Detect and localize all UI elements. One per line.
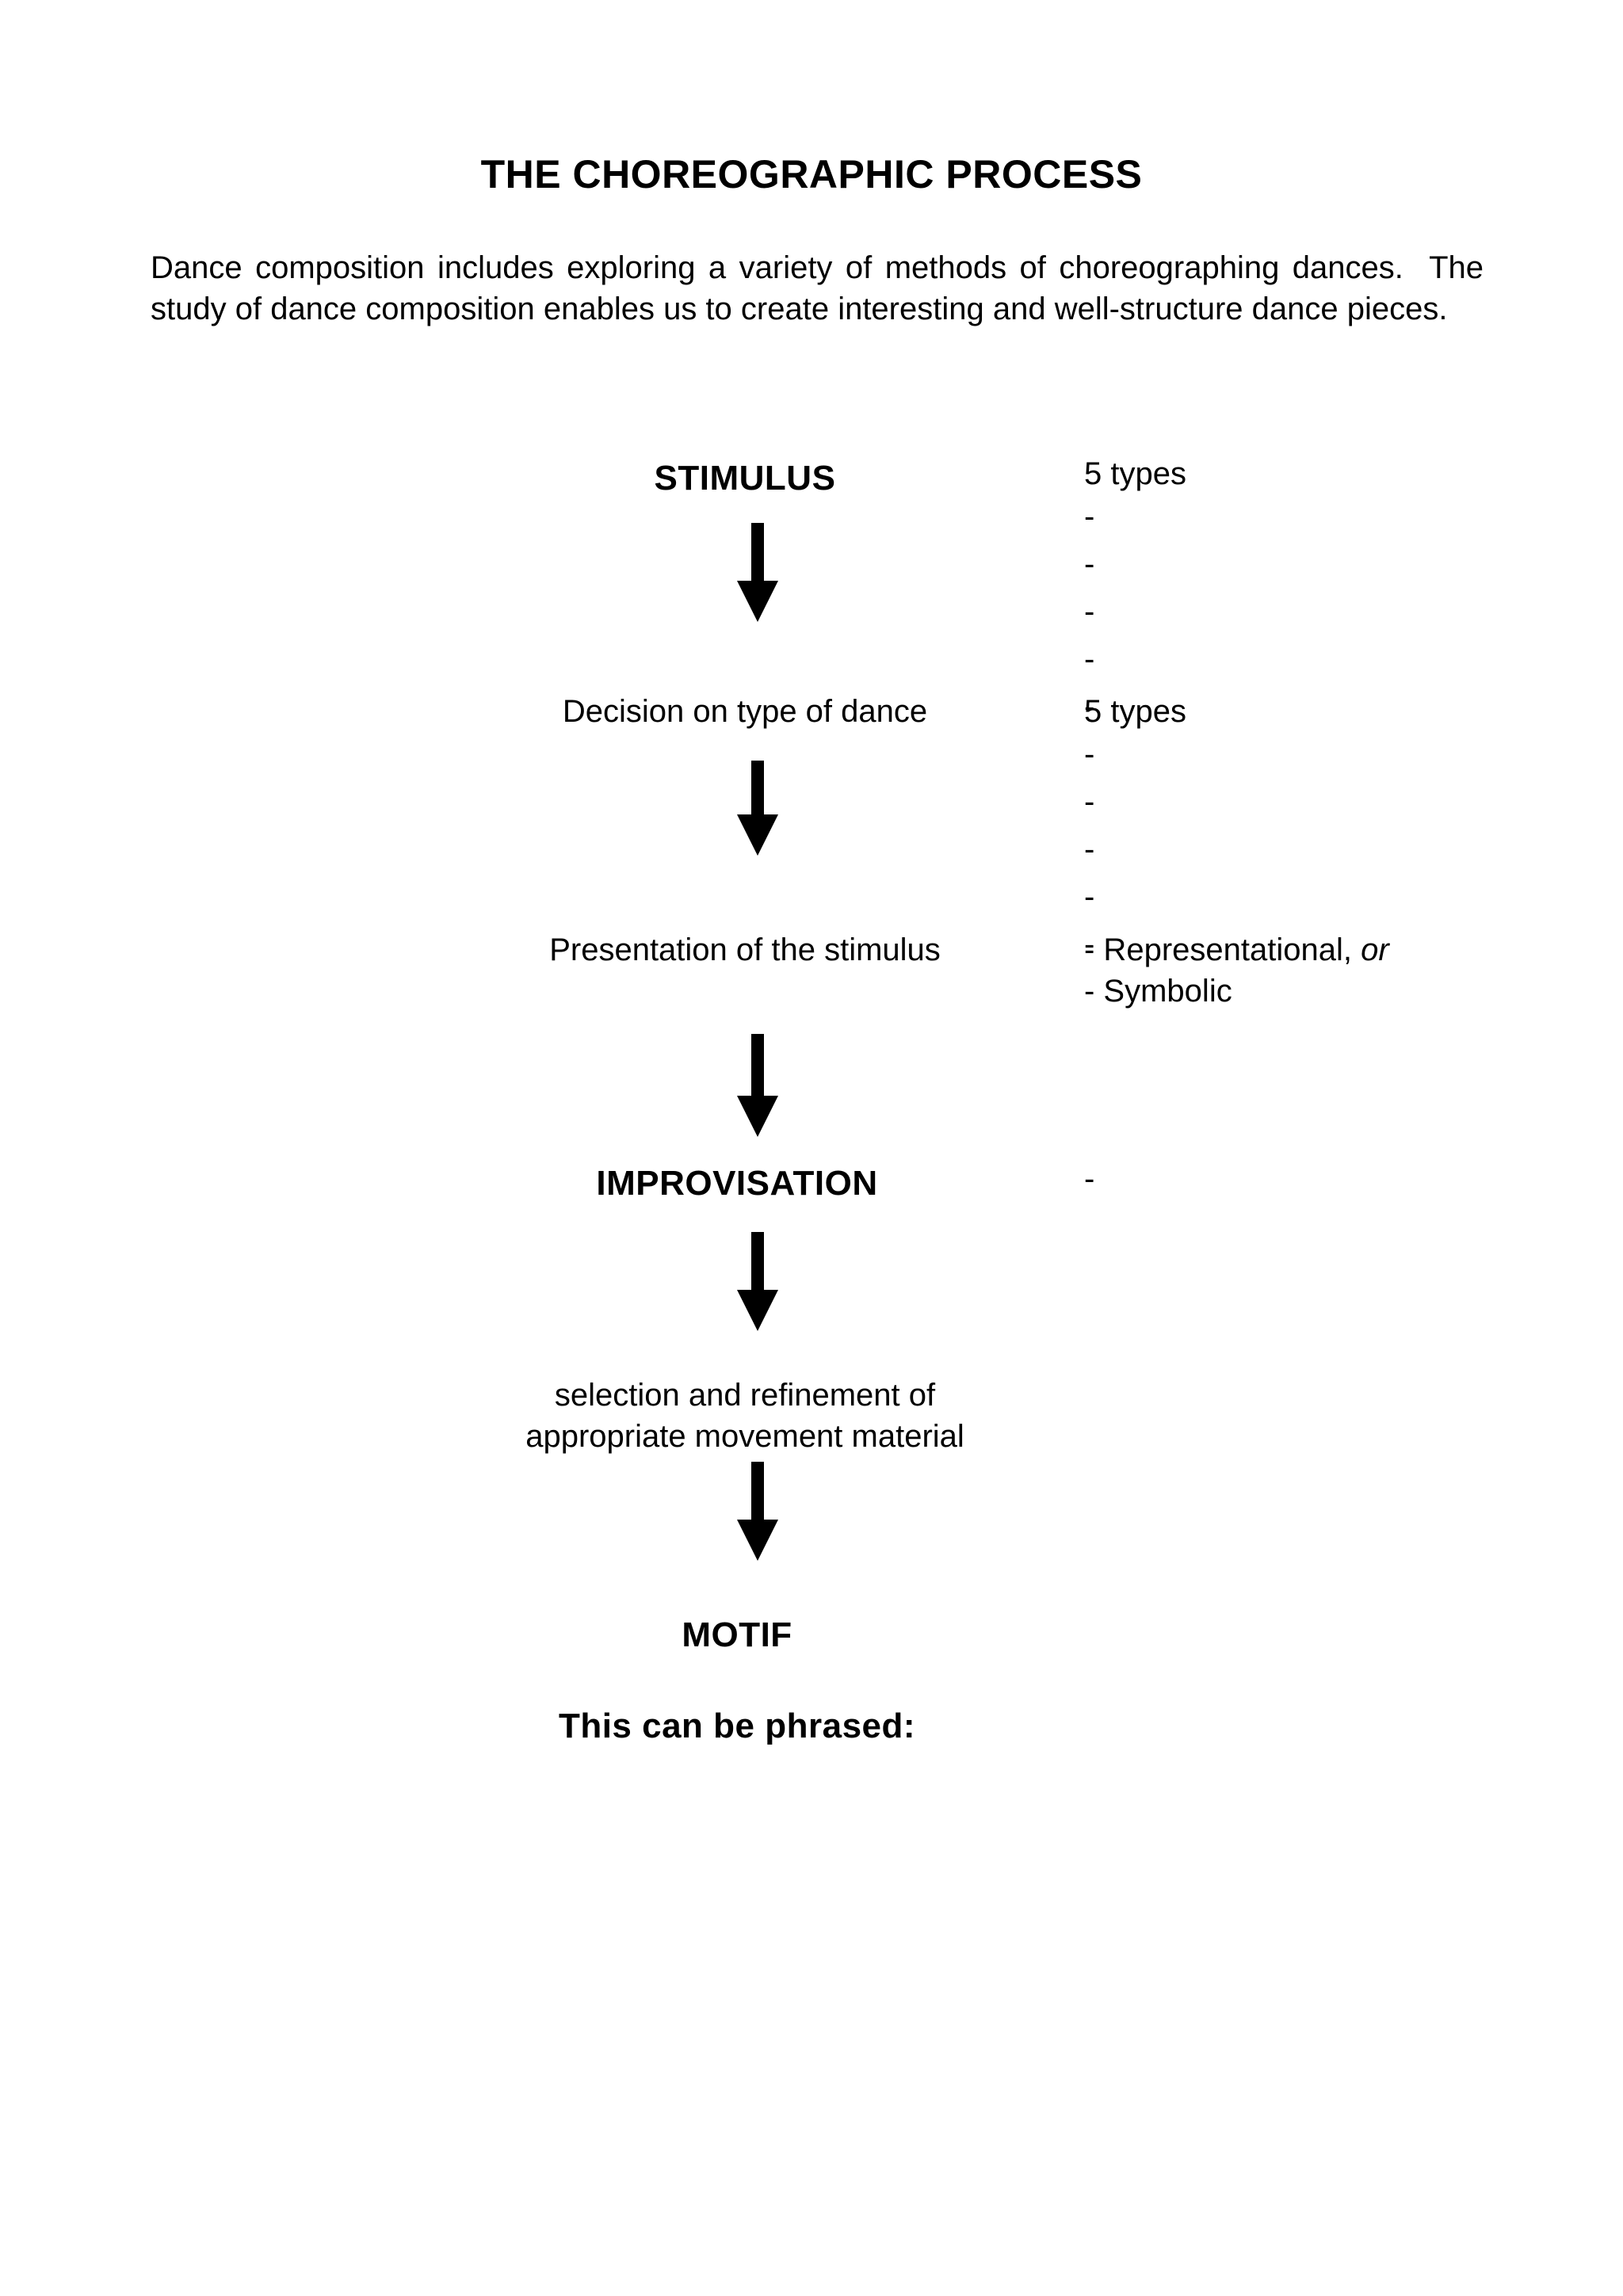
flow-node-selection: selection and refinement of appropriate … — [525, 1378, 964, 1454]
annotation-decision-dash-2: - — [1084, 784, 1095, 819]
down-arrow-icon — [737, 1232, 778, 1331]
down-arrow-icon — [737, 1462, 778, 1561]
annotation-stimulus-dash-4: - — [1084, 642, 1095, 677]
flow-node-motif: MOTIF — [682, 1615, 792, 1654]
annotation-decision-types-label: 5 types — [1084, 694, 1186, 729]
annotation-presentation-item-1-text: - Representational, — [1084, 933, 1352, 967]
page-title: THE CHOREOGRAPHIC PROCESS — [480, 152, 1143, 196]
flow-node-presentation: Presentation of the stimulus — [549, 933, 941, 967]
annotation-stimulus-dash-5: - — [1084, 689, 1095, 724]
annotation-stimulus-dash-1: - — [1084, 499, 1095, 534]
annotation-presentation-item-1: - Representational, or — [1084, 929, 1389, 971]
annotation-decision-dash-1: - — [1084, 737, 1095, 772]
flow-node-stimulus: STIMULUS — [654, 459, 836, 498]
annotation-decision-dash-3: - — [1084, 832, 1095, 867]
annotation-improvisation-dash-1: - — [1084, 1161, 1095, 1196]
annotation-stimulus-dash-2: - — [1084, 547, 1095, 582]
annotation-decision-dash-4: - — [1084, 879, 1095, 914]
annotation-presentation-item-1-emphasis: or — [1361, 933, 1389, 967]
flow-node-decision: Decision on type of dance — [562, 694, 928, 729]
annotation-decision-dash-5: - — [1084, 927, 1095, 962]
intro-paragraph: Dance composition includes exploring a v… — [151, 250, 1493, 326]
down-arrow-icon — [737, 523, 778, 622]
down-arrow-icon — [737, 1034, 778, 1137]
flow-node-phrased: This can be phrased: — [558, 1707, 916, 1745]
annotation-presentation-item-2: - Symbolic — [1084, 974, 1232, 1009]
down-arrow-icon — [737, 761, 778, 856]
flow-node-improvisation: IMPROVISATION — [596, 1164, 878, 1203]
annotation-stimulus-types-label: 5 types — [1084, 456, 1186, 491]
annotation-stimulus-dash-3: - — [1084, 594, 1095, 629]
